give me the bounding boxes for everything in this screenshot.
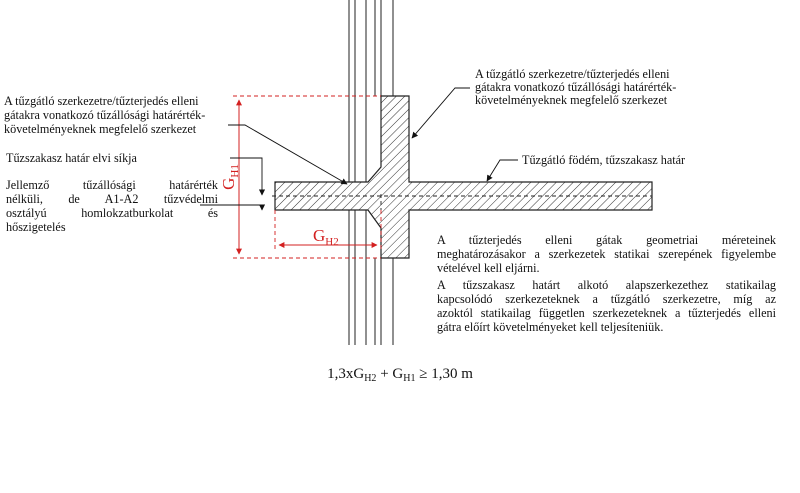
formula-plus: + G <box>376 366 404 382</box>
boundary-plane-label: Tűzszakasz határ elvi síkja <box>6 151 138 165</box>
note-line: azoktól statikailag független szerkezete… <box>437 306 776 320</box>
right-top-label: A tűzgátló szerkezetre/tűzterjedés ellen… <box>475 67 679 107</box>
formula-sub-h1: H1 <box>403 373 416 384</box>
facade-label-line: osztályú homlokzatburkolat és <box>6 206 218 220</box>
note-line: A tűzterjedés elleni gátak geometriai mé… <box>437 233 776 247</box>
facade-label-line: Jellemző tűzállósági határérték <box>6 178 218 192</box>
formula-rest: ≥ 1,30 m <box>415 366 473 382</box>
note-line: vételével kell eljárni. <box>437 261 540 275</box>
formula: 1,3xGH2 + GH1 ≥ 1,30 m <box>0 366 800 384</box>
note-geometry: A tűzterjedés elleni gátak geometriai mé… <box>437 233 776 275</box>
facade-wall-upper <box>348 0 394 182</box>
leader-lines <box>200 87 518 211</box>
dimension-extent-lines <box>233 95 382 259</box>
left-top-label: A tűzgátló szerkezetre/tűzterjedés ellen… <box>4 94 208 136</box>
facade-wall-lower <box>348 210 394 345</box>
formula-sub-h2: H2 <box>364 373 377 384</box>
note-line: kapcsolódó szerkezeteknek a tűzgátló sze… <box>437 292 776 306</box>
slab-label: Tűzgátló födém, tűzszakasz határ <box>522 153 685 167</box>
gh2-label: GH2 <box>313 226 339 248</box>
note-static-structures: A tűzszakasz határt alkotó alapszerkezet… <box>437 278 776 334</box>
note-line: meghatározásakor a szerkezetek statikai … <box>437 247 776 261</box>
formula-coef: 1,3xG <box>327 366 365 382</box>
note-line: gátra előírt követelményeket kell teljes… <box>437 320 664 334</box>
note-line: A tűzszakasz határt alkotó alapszerkezet… <box>437 278 776 292</box>
facade-label-line: hőszigetelés <box>6 220 66 234</box>
facade-label: Jellemző tűzállósági határérték nélküli,… <box>6 178 218 234</box>
gh1-label: GH1 <box>219 164 241 190</box>
facade-label-line: nélküli, de A1-A2 tűzvédelmi <box>6 192 218 206</box>
